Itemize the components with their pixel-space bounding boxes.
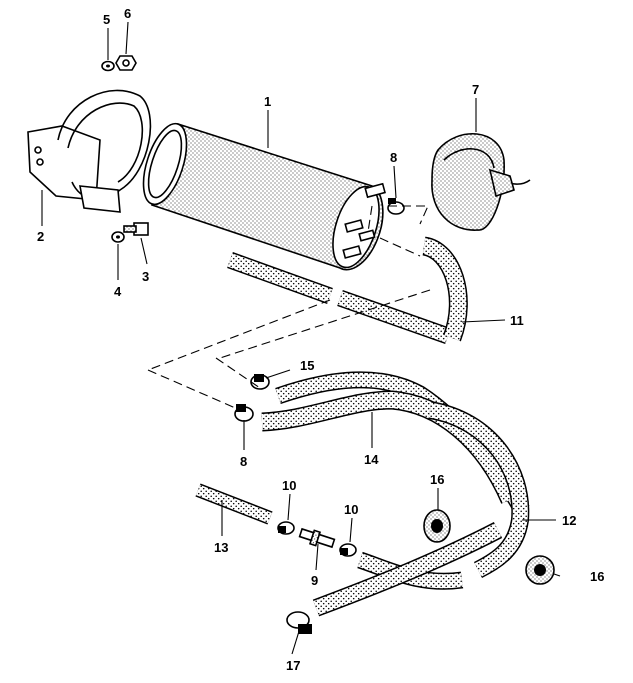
hose-13: [195, 483, 273, 525]
callout-4: 4: [114, 284, 122, 299]
connector-pipe: [298, 527, 336, 549]
washer-upper: [101, 60, 115, 72]
callout-labels: 1 2 3 4 5 6 7 8 8 9 10 10 11 12 13 14 15…: [37, 6, 604, 673]
callout-16-center: 16: [430, 472, 444, 487]
callout-5: 5: [103, 12, 110, 27]
callout-13: 13: [214, 540, 228, 555]
callout-11: 11: [510, 313, 524, 328]
routing-dashed-lines: [147, 205, 431, 411]
callout-1: 1: [264, 94, 271, 109]
hose-clamp-15: [250, 374, 270, 390]
callout-2: 2: [37, 229, 44, 244]
mounting-bracket: [27, 89, 152, 213]
callout-12: 12: [562, 513, 576, 528]
callout-17: 17: [286, 658, 300, 673]
hose-clamp-10-left: [277, 521, 295, 535]
callout-8-lower: 8: [240, 454, 247, 469]
carbon-canister: [142, 122, 386, 271]
hose-lower-long: [312, 522, 503, 617]
bolt: [123, 222, 149, 236]
callout-6: 6: [124, 6, 131, 21]
hose-14: [261, 390, 519, 504]
nut: [115, 55, 137, 71]
hose-clamp-8-lower: [234, 404, 254, 422]
grommet-center: [423, 509, 451, 543]
hose-clamp-17: [286, 611, 312, 634]
hose-11: [421, 236, 468, 342]
hose-clamp-10-right: [339, 543, 357, 557]
callout-8-upper: 8: [390, 150, 397, 165]
hose-upper-straight: [227, 252, 451, 345]
callout-15: 15: [300, 358, 314, 373]
callout-10-right: 10: [344, 502, 358, 517]
callout-10-left: 10: [282, 478, 296, 493]
washer-lower: [111, 231, 125, 243]
leader-lines: [41, 21, 561, 655]
callout-14: 14: [364, 452, 379, 467]
callout-7: 7: [472, 82, 479, 97]
callout-9: 9: [311, 573, 318, 588]
grommet-right: [525, 555, 555, 585]
callout-3: 3: [142, 269, 149, 284]
hose-clamp-8-upper: [387, 198, 405, 215]
end-cap: [431, 132, 531, 231]
callout-16-right: 16: [590, 569, 604, 584]
